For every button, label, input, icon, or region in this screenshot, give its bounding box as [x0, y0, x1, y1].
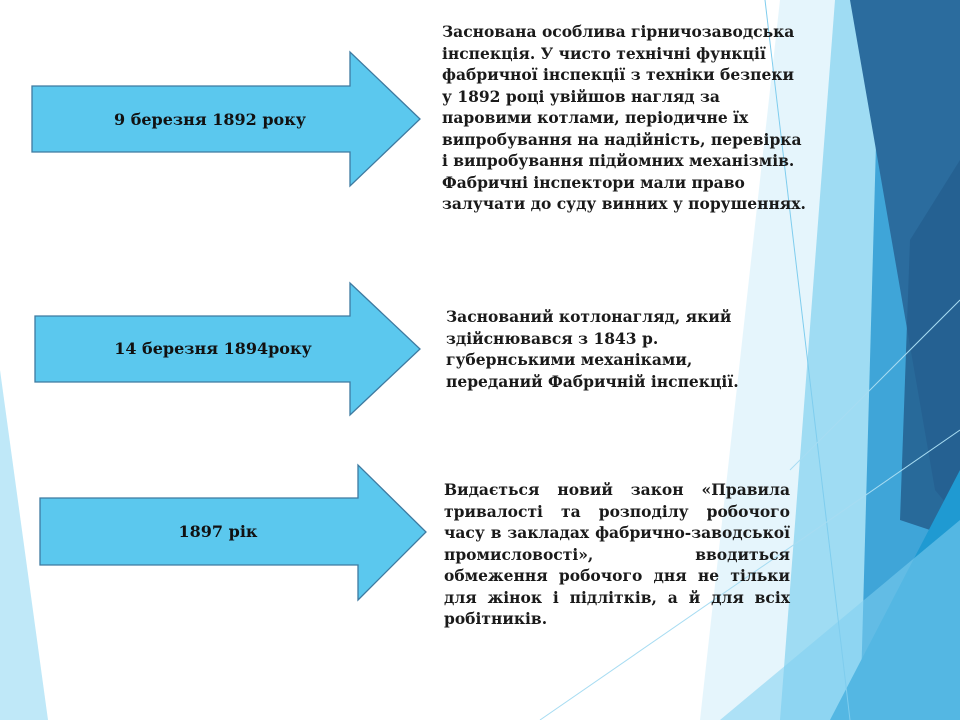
arrow-shape-2 [34, 281, 421, 417]
bottom-light-wedge [720, 520, 960, 720]
event-date-2: 14 березня 1894року [114, 339, 312, 358]
arrow-shape-1 [31, 50, 421, 188]
event-description-3: Видається новий закон «Правила тривалост… [444, 480, 790, 628]
deco-line [539, 429, 960, 720]
arrow-shape-3 [39, 463, 427, 602]
deco-line [764, 0, 851, 720]
right-dark-lower [900, 160, 960, 540]
left-light-wedge [0, 370, 48, 720]
deco-line [789, 299, 960, 471]
event-description-2: Заснований котлонагляд, який здійснювавс… [446, 307, 739, 391]
event-date-1: 9 березня 1892 року [114, 110, 306, 129]
event-description-1: Заснована особлива гірничозаводська інсп… [442, 22, 806, 213]
event-date-3: 1897 рік [178, 522, 258, 541]
